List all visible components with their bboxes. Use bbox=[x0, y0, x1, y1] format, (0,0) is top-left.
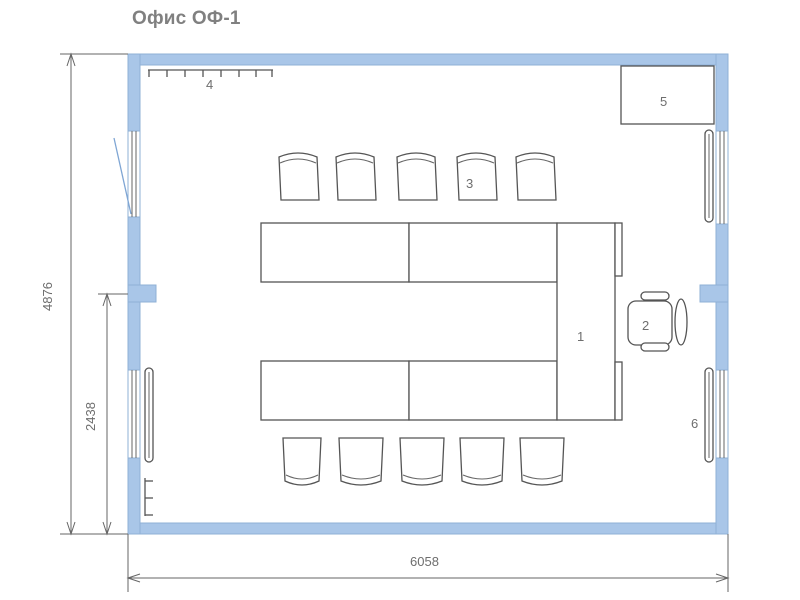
column-right bbox=[699, 284, 729, 303]
coat-rack-bottom bbox=[144, 478, 153, 516]
window-left-top bbox=[127, 130, 141, 218]
wall-top bbox=[127, 53, 729, 66]
chair bbox=[282, 437, 322, 486]
dimension-half-height bbox=[98, 292, 128, 536]
window-left-bottom bbox=[127, 369, 141, 459]
chair bbox=[459, 437, 505, 486]
chair bbox=[456, 152, 498, 201]
chairs-top bbox=[278, 152, 557, 201]
chair bbox=[399, 437, 445, 486]
window-right-top bbox=[715, 130, 729, 225]
label-table: 1 bbox=[577, 329, 584, 344]
windows bbox=[113, 130, 729, 459]
dimension-half-height-label: 2438 bbox=[83, 402, 98, 431]
radiators bbox=[144, 129, 714, 463]
dimension-height bbox=[60, 52, 128, 536]
chair bbox=[338, 437, 384, 486]
label-cabinet: 5 bbox=[660, 94, 667, 109]
page-title: Офис ОФ-1 bbox=[132, 8, 241, 29]
wall-bottom bbox=[127, 522, 729, 535]
chair bbox=[519, 437, 565, 486]
label-office-chair: 2 bbox=[642, 318, 649, 333]
chair bbox=[278, 152, 320, 201]
column-left bbox=[127, 284, 157, 303]
chair bbox=[335, 152, 377, 201]
office-chair bbox=[627, 291, 688, 352]
chairs-bottom bbox=[282, 437, 565, 486]
window-open-sash bbox=[113, 137, 132, 215]
chair bbox=[396, 152, 438, 201]
label-coat-rack: 4 bbox=[206, 77, 213, 92]
dimension-height-label: 4876 bbox=[40, 282, 55, 311]
chair bbox=[515, 152, 557, 201]
label-radiator: 6 bbox=[691, 416, 698, 431]
dimension-width-label: 6058 bbox=[410, 554, 439, 569]
conference-table bbox=[260, 222, 623, 421]
dimension-width bbox=[126, 534, 730, 592]
window-right-bottom bbox=[715, 369, 729, 459]
cabinet bbox=[620, 65, 715, 125]
label-chairs: 3 bbox=[466, 176, 473, 191]
coat-rack-top bbox=[148, 69, 273, 77]
